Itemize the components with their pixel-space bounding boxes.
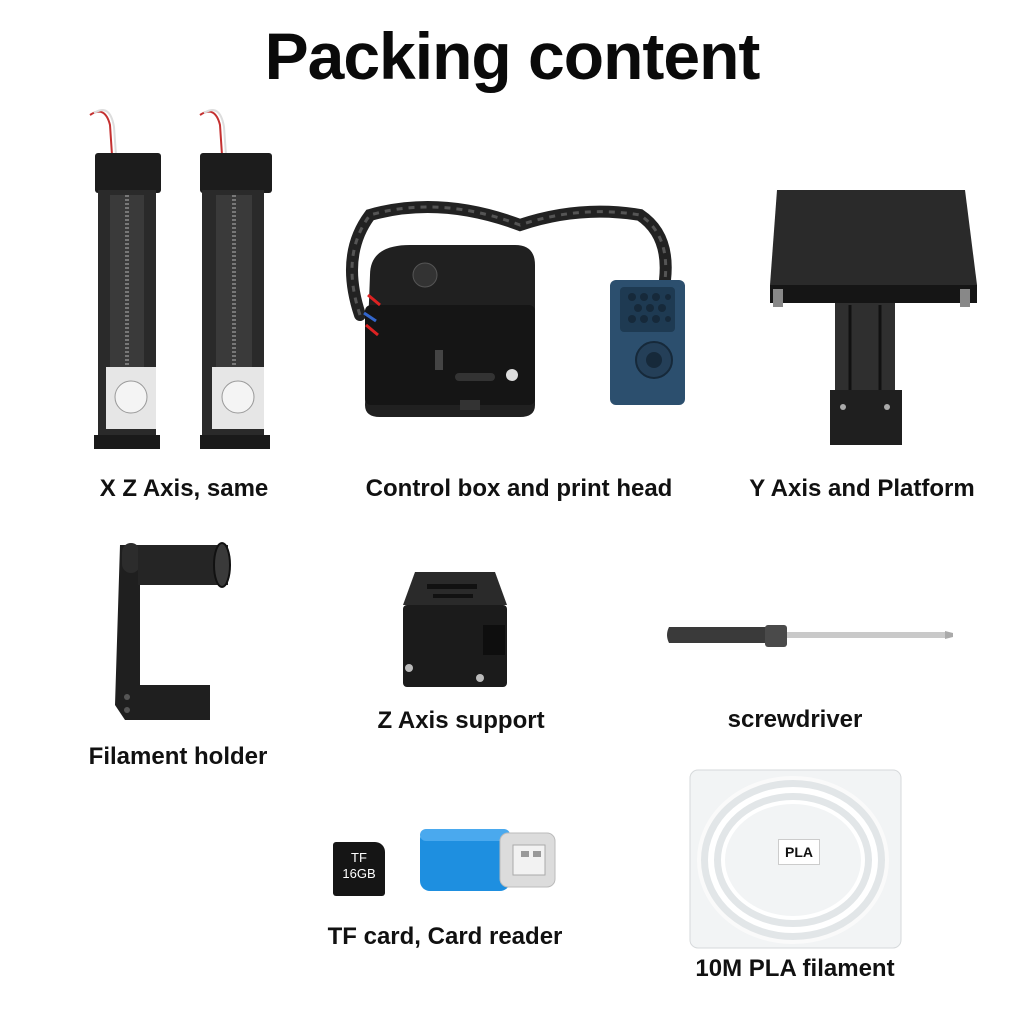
z-axis-support-label: Z Axis support [377, 707, 545, 734]
xz-axis-label: X Z Axis, same [99, 475, 269, 502]
control-box-print-head-image [346, 201, 685, 417]
control-box-label: Control box and print head [365, 475, 673, 502]
screwdriver-label: screwdriver [727, 706, 863, 733]
z-axis-support-image [403, 572, 507, 687]
y-axis-platform-image [770, 190, 977, 445]
filament-holder-image [115, 542, 231, 720]
xz-axis-rails-image [89, 109, 272, 449]
y-axis-label: Y Axis and Platform [749, 475, 975, 502]
pla-tag: PLA [778, 839, 820, 865]
tf-card: TF 16GB [333, 842, 385, 896]
tf-card-line2: 16GB [342, 866, 376, 881]
screwdriver-image [667, 625, 953, 647]
filament-holder-label: Filament holder [88, 743, 268, 770]
card-reader-image [420, 829, 556, 891]
tf-card-reader-label: TF card, Card reader [327, 923, 563, 950]
page-title: Packing content [264, 19, 761, 93]
pla-filament-label: 10M PLA filament [695, 955, 895, 982]
tf-card-line1: TF [351, 850, 367, 865]
